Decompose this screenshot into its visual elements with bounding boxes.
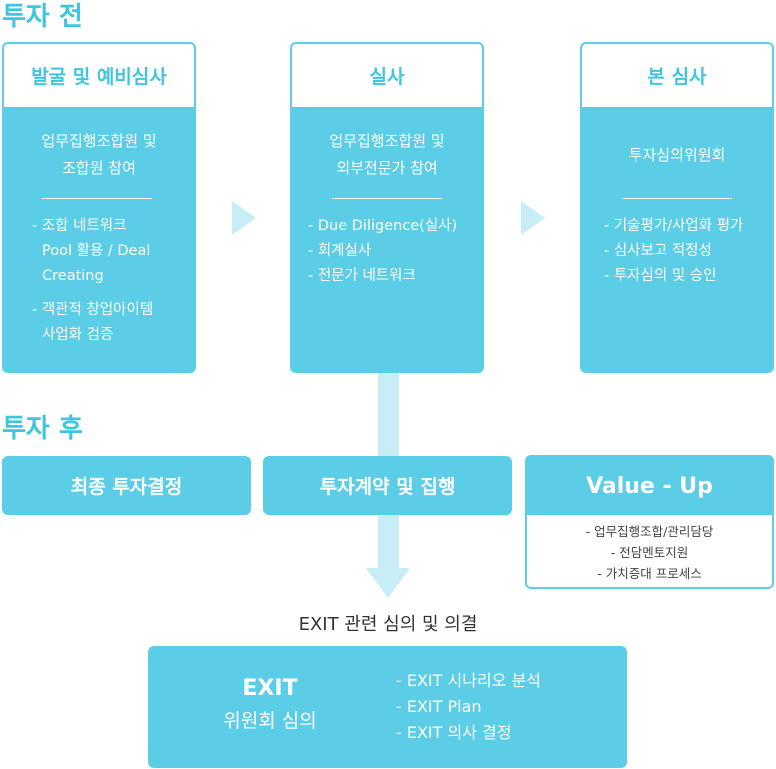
bullet-line: - 투자심의 및 승인 bbox=[604, 268, 717, 284]
exit-card: EXIT 위원회 심의 - EXIT 시나리오 분석 - EXIT Plan -… bbox=[148, 646, 627, 768]
divider bbox=[332, 198, 442, 199]
stage-main-review-bullets: - 기술평가/사업화 평가 - 심사보고 적정성 - 투자심의 및 승인 bbox=[604, 214, 743, 289]
section-title-post: 투자 후 bbox=[2, 414, 83, 444]
bullet-item: - 조합 네트워크 Pool 활용 / Deal Creating bbox=[32, 214, 153, 289]
exit-caption: EXIT 관련 심의 및 의결 bbox=[298, 614, 478, 635]
value-up-item: - 전담멘토지원 bbox=[610, 545, 689, 560]
value-up-list: - 업무집행조합/관리담당 - 전담멘토지원 - 가치증대 프로세스 bbox=[527, 521, 772, 584]
stage-main-review-sub: 투자심의위원회 bbox=[580, 142, 774, 169]
arrow-right-icon bbox=[232, 201, 256, 235]
value-up-card: Value - Up - 업무집행조합/관리담당 - 전담멘토지원 - 가치증대… bbox=[525, 455, 774, 589]
section-title-pre: 투자 전 bbox=[2, 2, 83, 32]
exit-item: - EXIT 시나리오 분석 bbox=[396, 671, 541, 690]
bullet-line: Pool 활용 / Deal bbox=[42, 243, 151, 259]
step-contract-execution: 투자계약 및 집행 bbox=[263, 456, 512, 515]
bullet-line: - 심사보고 적정성 bbox=[604, 243, 712, 259]
bullet-line: Creating bbox=[42, 268, 104, 284]
bullet-line: - 객관적 창업아이템 bbox=[32, 302, 154, 318]
stage-discovery-head: 발굴 및 예비심사 bbox=[4, 44, 194, 107]
stage-due-diligence-sub: 업무집행조합원 및 외부전문가 참여 bbox=[290, 128, 484, 182]
arrow-down-icon bbox=[366, 568, 410, 598]
exit-list: - EXIT 시나리오 분석 - EXIT Plan - EXIT 의사 결정 bbox=[396, 668, 541, 746]
step-final-decision: 최종 투자결정 bbox=[2, 456, 251, 515]
stage-main-review: 본 심사 투자심의위원회 - 기술평가/사업화 평가 - 심사보고 적정성 - … bbox=[580, 42, 774, 373]
stage-due-diligence-sub-line: 외부전문가 참여 bbox=[336, 159, 438, 177]
bullet-line: - Due Diligence(실사) bbox=[308, 218, 458, 234]
bullet-line: - 조합 네트워크 bbox=[32, 218, 127, 234]
stage-main-review-sub-line: 투자심의위원회 bbox=[628, 146, 726, 164]
bullet-line: - 기술평가/사업화 평가 bbox=[604, 218, 744, 234]
exit-item: - EXIT 의사 결정 bbox=[396, 723, 512, 742]
stage-discovery-sub-line: 조합원 참여 bbox=[62, 159, 136, 177]
stage-due-diligence-head: 실사 bbox=[292, 44, 482, 107]
exit-item: - EXIT Plan bbox=[396, 697, 482, 716]
stage-main-review-head: 본 심사 bbox=[582, 44, 772, 107]
value-up-head: Value - Up bbox=[527, 457, 772, 515]
stage-discovery-sub: 업무집행조합원 및 조합원 참여 bbox=[2, 128, 196, 182]
bullet-item: - 객관적 창업아이템 사업화 검증 bbox=[32, 298, 153, 348]
bullet-line: - 전문가 네트워크 bbox=[308, 268, 416, 284]
exit-title: EXIT bbox=[242, 676, 298, 701]
bullet-line: 사업화 검증 bbox=[42, 327, 114, 343]
divider bbox=[42, 198, 152, 199]
stage-due-diligence: 실사 업무집행조합원 및 외부전문가 참여 - Due Diligence(실사… bbox=[290, 42, 484, 373]
exit-subtitle: 위원회 심의 bbox=[223, 710, 317, 732]
stage-due-diligence-sub-line: 업무집행조합원 및 bbox=[329, 132, 445, 150]
arrow-right-icon bbox=[521, 201, 545, 235]
divider bbox=[622, 198, 732, 199]
stage-due-diligence-bullets: - Due Diligence(실사) - 회계실사 - 전문가 네트워크 bbox=[308, 214, 457, 289]
stage-discovery: 발굴 및 예비심사 업무집행조합원 및 조합원 참여 - 조합 네트워크 Poo… bbox=[2, 42, 196, 373]
value-up-item: - 업무집행조합/관리담당 bbox=[585, 524, 714, 539]
value-up-item: - 가치증대 프로세스 bbox=[597, 566, 702, 581]
stage-discovery-sub-line: 업무집행조합원 및 bbox=[41, 132, 157, 150]
stage-discovery-bullets: - 조합 네트워크 Pool 활용 / Deal Creating - 객관적 … bbox=[32, 214, 153, 348]
bullet-line: - 회계실사 bbox=[308, 243, 372, 259]
